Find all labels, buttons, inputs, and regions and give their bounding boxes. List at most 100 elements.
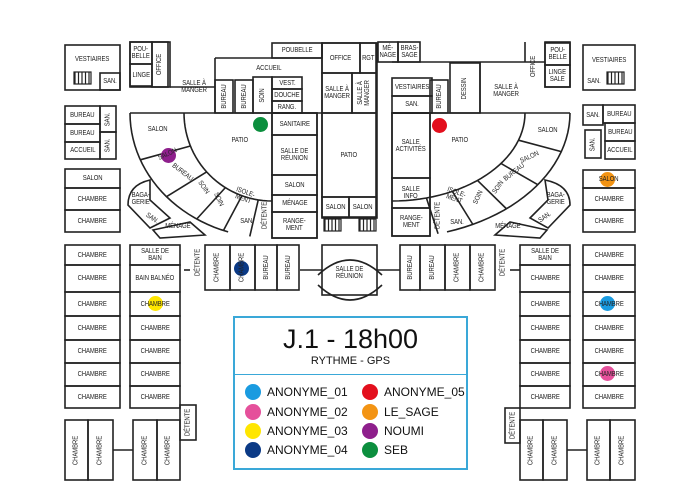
room: MÉNAGE — [272, 195, 317, 212]
legend-label: ANONYME_01 — [267, 385, 348, 399]
room: BUREAU — [65, 124, 100, 142]
room: CHAMBRE — [583, 210, 635, 232]
room: BAIN BALNÉO — [130, 265, 180, 292]
room: CHAMBRE — [583, 340, 635, 363]
color-dot-icon — [362, 423, 378, 439]
room-label: DÉTENTE — [194, 248, 202, 277]
room: OFFICE — [152, 42, 168, 87]
room: LINGE SALE — [545, 65, 570, 87]
room: CHAMBRE — [520, 420, 543, 480]
color-dot-icon — [362, 404, 378, 420]
wall — [544, 41, 571, 88]
wall — [425, 197, 439, 234]
room: SALLE INFO — [392, 178, 430, 208]
color-dot-icon — [362, 442, 378, 458]
room: CHAMBRE — [470, 245, 495, 290]
wall — [582, 44, 636, 91]
room-label: CHAMBRE — [551, 435, 559, 465]
room-outline — [582, 209, 636, 233]
marker-seb — [252, 116, 268, 132]
room: SANITAIRE — [272, 113, 317, 135]
room: SOIN — [483, 180, 513, 196]
bagagerie-wall — [528, 178, 571, 229]
room: CHAMBRE — [230, 245, 255, 290]
menage-wall — [151, 221, 207, 239]
room: BUREAU — [235, 80, 253, 113]
room-label: CHAMBRE — [454, 252, 461, 283]
legend-label: ANONYME_05 — [384, 385, 465, 399]
marker-anonyme-05 — [431, 117, 447, 133]
room-outline — [609, 419, 636, 481]
room-label: SALON — [325, 203, 346, 211]
room: CHAMBRE — [543, 420, 567, 480]
room-label: DÉTENTE — [434, 201, 442, 229]
room: SALLE DE BAIN — [130, 245, 180, 265]
room: VESTIAIRES — [65, 45, 120, 73]
room: CHAMBRE — [65, 210, 120, 232]
room-label: SOIN — [212, 191, 225, 208]
room-label: CHAMBRE — [530, 371, 560, 378]
color-dot-icon — [245, 442, 261, 458]
room-label: CHAMBRE — [530, 348, 560, 355]
marker-anonyme-02 — [599, 365, 615, 381]
room-label: BAGA- GERIE — [131, 191, 151, 206]
room-label: CHAMBRE — [73, 435, 80, 465]
room-label: ISOLE- MENT — [234, 185, 256, 205]
room-label: CHAMBRE — [594, 393, 624, 401]
legend-item: ANONYME_02 — [245, 404, 348, 420]
legend-label: LE_SAGE — [384, 405, 439, 419]
room: DÉTENTE — [190, 245, 205, 280]
room: BUREAU — [255, 245, 277, 290]
legend-label: ANONYME_03 — [267, 424, 348, 438]
room-label: CHAMBRE — [594, 217, 624, 225]
room: BUREAU — [165, 162, 200, 182]
room-label: ACCUEIL — [69, 147, 96, 154]
room-label: CHAMBRE — [77, 324, 108, 332]
room-label: CHAMBRE — [594, 251, 624, 259]
room: SALON — [65, 169, 120, 188]
room-label: CHAMBRE — [594, 324, 624, 332]
wall — [166, 171, 208, 198]
room: CHAMBRE — [130, 292, 180, 316]
room: POU- BELLE — [545, 43, 570, 65]
room-label: OFFICE — [156, 53, 164, 76]
room-outline — [99, 131, 117, 160]
room-label: MÉNAGE — [165, 222, 191, 230]
room-label: CHAMBRE — [97, 435, 104, 465]
room-label: CHAMBRE — [77, 348, 108, 355]
room-label: CHAMBRE — [140, 393, 170, 401]
room: CHAMBRE — [583, 265, 635, 292]
room-outline — [179, 404, 197, 441]
room: CHAMBRE — [65, 363, 120, 386]
room: SALON — [525, 120, 570, 140]
room-outline — [519, 385, 571, 409]
wall — [451, 190, 474, 225]
room-label: CHAMBRE — [530, 393, 560, 401]
room-outline — [469, 244, 496, 291]
outer-arc — [129, 112, 229, 233]
room: CHAMBRE — [130, 316, 180, 340]
room-label: POU- BELLE — [131, 46, 151, 60]
room: SALLE DE RÉUNION — [272, 135, 317, 175]
room-label: CHAMBRE — [77, 195, 108, 203]
legend-item: ANONYME_04 — [245, 442, 348, 458]
room-label: SALLE ACTIVITÉS — [396, 138, 426, 153]
stairs-icon — [323, 218, 342, 232]
room: CHAMBRE — [583, 245, 635, 265]
stairs-icon — [73, 71, 92, 85]
room: CHAMBRE — [157, 420, 180, 480]
room: BUREAU — [215, 80, 233, 113]
room-outline — [582, 385, 636, 409]
room-label: CHAMBRE — [594, 275, 624, 282]
legend-label: ANONYME_02 — [267, 405, 348, 419]
room-label: SAN. — [405, 101, 419, 108]
wall — [518, 139, 562, 153]
room-label: OFFICE — [530, 55, 538, 77]
room-label: VESTIAIRES — [394, 83, 430, 91]
room: ACCUEIL — [605, 141, 635, 159]
room: PATIO — [430, 128, 490, 153]
room: CHAMBRE — [130, 340, 180, 363]
wall — [476, 179, 507, 210]
room-label: CHAMBRE — [165, 435, 172, 465]
